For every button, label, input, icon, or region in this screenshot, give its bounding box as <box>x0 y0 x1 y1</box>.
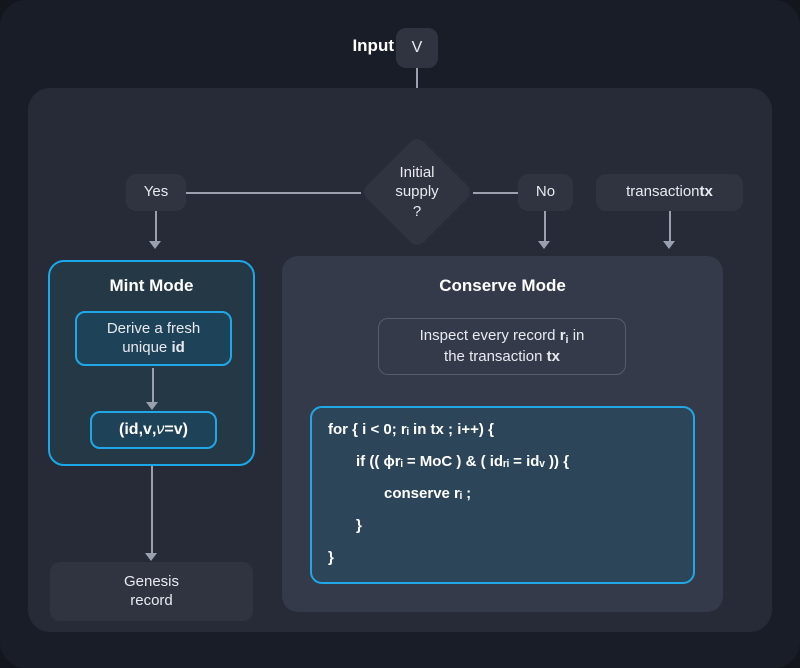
inspect-line-1-prefix: Inspect every record <box>419 327 560 345</box>
connector-decision-to-yes <box>186 192 361 194</box>
arrowhead-tx-to-conserve <box>663 241 675 249</box>
tuple-sep-1: , <box>138 421 144 438</box>
mint-derive-id-box[interactable]: Derive a fresh unique id <box>75 311 232 366</box>
arrowhead-yes-to-mint <box>149 241 161 249</box>
input-value-chip[interactable]: V <box>396 28 438 68</box>
inspect-record-r: r <box>559 327 566 345</box>
tuple-equals: = <box>164 421 174 438</box>
connector-decision-to-no <box>473 192 518 194</box>
mint-mode-title: Mint Mode <box>109 276 194 295</box>
mint-derive-line-2: unique <box>122 338 172 356</box>
genesis-line-2: record <box>130 591 173 609</box>
connector-derive-to-tuple <box>152 368 154 404</box>
connector-no-to-conserve <box>544 211 546 243</box>
genesis-line-1: Genesis <box>123 572 180 590</box>
inspect-line-1-suffix: in <box>568 327 585 345</box>
code-line-3: conserve rᵢ ; <box>384 485 472 502</box>
decision-line-3: ? <box>412 202 422 220</box>
code-line-1: for { i < 0; rᵢ in tx ; i++) { <box>328 421 494 438</box>
mint-derive-id-symbol: id <box>171 338 185 356</box>
mint-derive-line-1: Derive a fresh <box>106 319 201 337</box>
tuple-close: ) <box>182 421 188 438</box>
decision-line-1: Initial <box>399 163 435 181</box>
mint-record-tuple[interactable]: (id,v,ν=v) <box>90 411 217 449</box>
conserve-inspect-box[interactable]: Inspect every record ri in the transacti… <box>378 318 626 375</box>
code-line-4: } <box>356 517 362 534</box>
conserve-mode-panel: Conserve Mode Inspect every record ri in… <box>282 256 723 612</box>
transaction-symbol: tx <box>699 183 713 201</box>
tuple-v-1: v <box>143 421 152 438</box>
transaction-label: transaction <box>626 183 700 201</box>
tuple-id: id <box>124 421 139 438</box>
inspect-record-subscript: i <box>565 334 569 347</box>
inspect-line-2-prefix: the transaction <box>444 348 547 366</box>
input-label: Input <box>352 36 394 55</box>
conserve-mode-title: Conserve Mode <box>439 276 566 295</box>
conserve-pseudocode-block[interactable]: for { i < 0; rᵢ in tx ; i++) { if (( ϕrᵢ… <box>310 406 695 584</box>
branch-yes[interactable]: Yes <box>126 174 186 211</box>
connector-mint-to-genesis <box>151 466 153 556</box>
inspect-record-symbol: ri <box>559 327 569 347</box>
mint-mode-panel: Mint Mode Derive a fresh unique id (id,v… <box>48 260 255 466</box>
tuple-v-2: v <box>173 421 183 438</box>
decision-initial-supply[interactable]: Initial supply ? <box>360 135 474 249</box>
connector-yes-to-mint <box>155 211 157 243</box>
arrowhead-mint-to-genesis <box>145 553 157 561</box>
tuple-nu: ν <box>156 421 165 438</box>
input-transaction-tx[interactable]: transaction tx <box>596 174 743 211</box>
decision-text: Initial supply ? <box>361 135 473 249</box>
inspect-tx-symbol: tx <box>546 348 560 366</box>
tuple-open: ( <box>119 421 125 438</box>
tuple-sep-2: , <box>151 421 157 438</box>
genesis-record-node[interactable]: Genesis record <box>50 562 253 621</box>
arrowhead-derive-to-tuple <box>146 402 158 410</box>
arrowhead-no-to-conserve <box>538 241 550 249</box>
connector-tx-to-conserve <box>669 211 671 243</box>
decision-line-2: supply <box>395 183 439 201</box>
code-line-2: if (( ϕrᵢ = MoC ) & ( idᵣᵢ = idᵥ )) { <box>356 453 570 470</box>
code-line-5: } <box>328 549 334 566</box>
branch-no[interactable]: No <box>518 174 573 211</box>
